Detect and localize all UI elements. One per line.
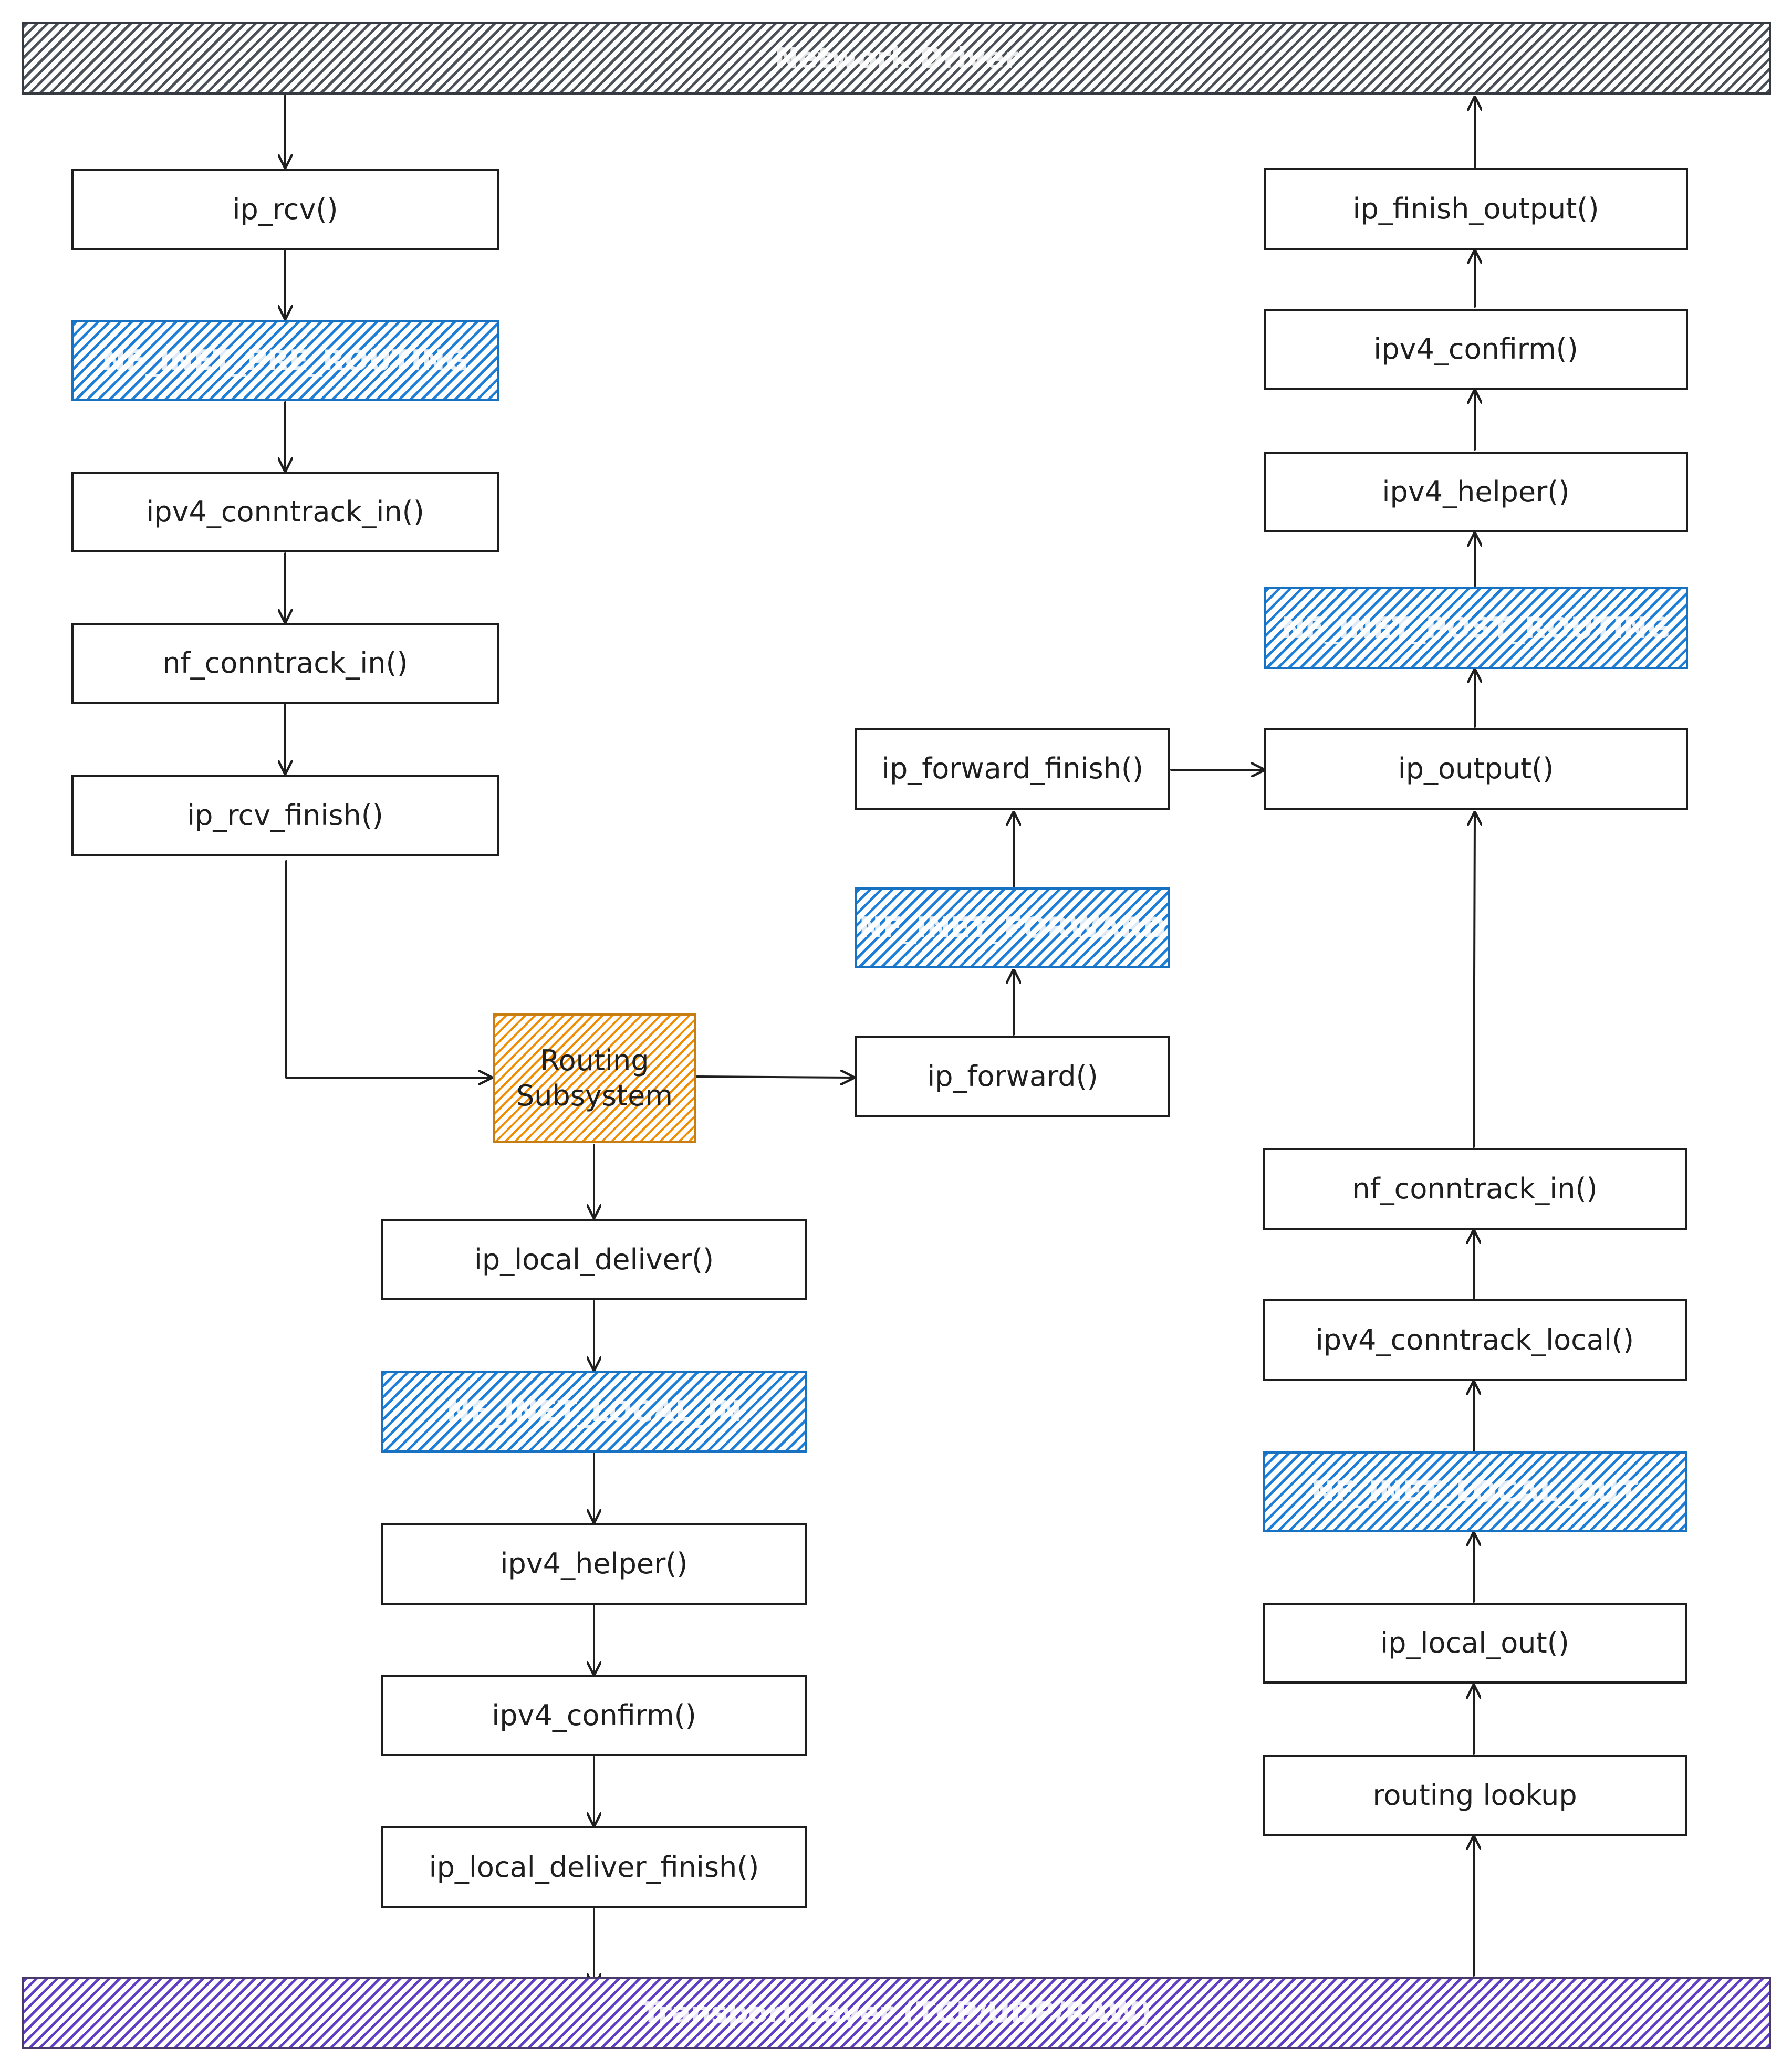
ip-local-deliver-box: ip_local_deliver() — [381, 1219, 807, 1300]
nf-inet-local-in-hook: NF_INET_LOCAL_IN — [381, 1371, 807, 1453]
nf-inet-pre-routing-label: NF_INET_PRE_ROUTING — [102, 344, 468, 378]
nf-inet-post-routing-label: NF_INET_POST_ROUTING — [1281, 611, 1671, 645]
arrow-rcv-finish-to-routing — [285, 860, 491, 1078]
ip-rcv-box: ip_rcv() — [71, 169, 499, 250]
nf-inet-pre-routing-hook: NF_INET_PRE_ROUTING — [71, 320, 499, 401]
ipv4-confirm-label-left: ipv4_confirm() — [492, 1699, 696, 1732]
transport-layer-label: Transport Layer (TCP/UDP/RAW) — [641, 1996, 1152, 2030]
ipv4-confirm-box-right: ipv4_confirm() — [1264, 309, 1688, 390]
ip-forward-finish-box: ip_forward_finish() — [855, 728, 1170, 810]
nf-inet-local-in-label: NF_INET_LOCAL_IN — [446, 1395, 742, 1428]
ip-local-deliver-finish-label: ip_local_deliver_finish() — [429, 1851, 759, 1884]
network-driver-bar: Network Driver — [22, 22, 1771, 95]
nf-inet-local-out-label: NF_INET_LOCAL_OUT — [1311, 1475, 1639, 1509]
ip-forward-label: ip_forward() — [927, 1060, 1098, 1093]
ip-local-out-label: ip_local_out() — [1380, 1626, 1569, 1660]
ip-rcv-label: ip_rcv() — [232, 193, 338, 226]
nf-inet-local-out-hook: NF_INET_LOCAL_OUT — [1263, 1451, 1687, 1532]
ip-finish-output-box: ip_finish_output() — [1264, 168, 1688, 250]
ipv4-conntrack-local-label: ipv4_conntrack_local() — [1315, 1323, 1634, 1357]
ip-finish-output-label: ip_finish_output() — [1352, 192, 1599, 226]
ipv4-helper-label-left: ipv4_helper() — [500, 1547, 688, 1581]
nf-inet-forward-hook: NF_INET_FORWARD — [855, 887, 1170, 968]
routing-subsystem-label: Routing Subsystem — [516, 1043, 673, 1113]
nf-conntrack-in-box-right: nf_conntrack_in() — [1263, 1148, 1687, 1230]
ipv4-conntrack-in-label: ipv4_conntrack_in() — [146, 495, 424, 529]
ipv4-helper-box-right: ipv4_helper() — [1264, 452, 1688, 532]
ipv4-conntrack-in-box: ipv4_conntrack_in() — [71, 472, 499, 552]
nf-conntrack-in-label-right: nf_conntrack_in() — [1352, 1172, 1598, 1206]
nf-inet-post-routing-hook: NF_INET_POST_ROUTING — [1264, 587, 1688, 669]
ipv4-helper-box-left: ipv4_helper() — [381, 1523, 807, 1605]
ipv4-conntrack-local-box: ipv4_conntrack_local() — [1263, 1299, 1687, 1381]
routing-subsystem-box: Routing Subsystem — [493, 1013, 696, 1143]
arrow-routing-to-ip-forward — [696, 1077, 853, 1078]
ip-rcv-finish-label: ip_rcv_finish() — [187, 799, 383, 832]
nf-conntrack-in-label-left: nf_conntrack_in() — [162, 646, 408, 680]
ip-local-deliver-finish-box: ip_local_deliver_finish() — [381, 1826, 807, 1908]
ip-output-box: ip_output() — [1264, 728, 1688, 810]
ip-rcv-finish-box: ip_rcv_finish() — [71, 775, 499, 856]
ip-output-label: ip_output() — [1398, 752, 1554, 786]
transport-layer-bar: Transport Layer (TCP/UDP/RAW) — [22, 1977, 1771, 2049]
ipv4-confirm-box-left: ipv4_confirm() — [381, 1675, 807, 1756]
ipv4-confirm-label-right: ipv4_confirm() — [1373, 332, 1578, 366]
arrow-nf-conntrack-to-ip-output — [1474, 813, 1475, 1148]
routing-lookup-box: routing lookup — [1263, 1755, 1687, 1836]
nf-conntrack-in-box-left: nf_conntrack_in() — [71, 623, 499, 704]
ip-forward-finish-label: ip_forward_finish() — [881, 752, 1144, 786]
ip-local-out-box: ip_local_out() — [1263, 1603, 1687, 1684]
ip-forward-box: ip_forward() — [855, 1036, 1170, 1117]
nf-inet-forward-label: NF_INET_FORWARD — [859, 911, 1166, 945]
routing-lookup-label: routing lookup — [1372, 1779, 1577, 1812]
ipv4-helper-label-right: ipv4_helper() — [1382, 475, 1570, 509]
network-driver-label: Network Driver — [774, 41, 1019, 75]
ip-local-deliver-label: ip_local_deliver() — [474, 1243, 714, 1277]
